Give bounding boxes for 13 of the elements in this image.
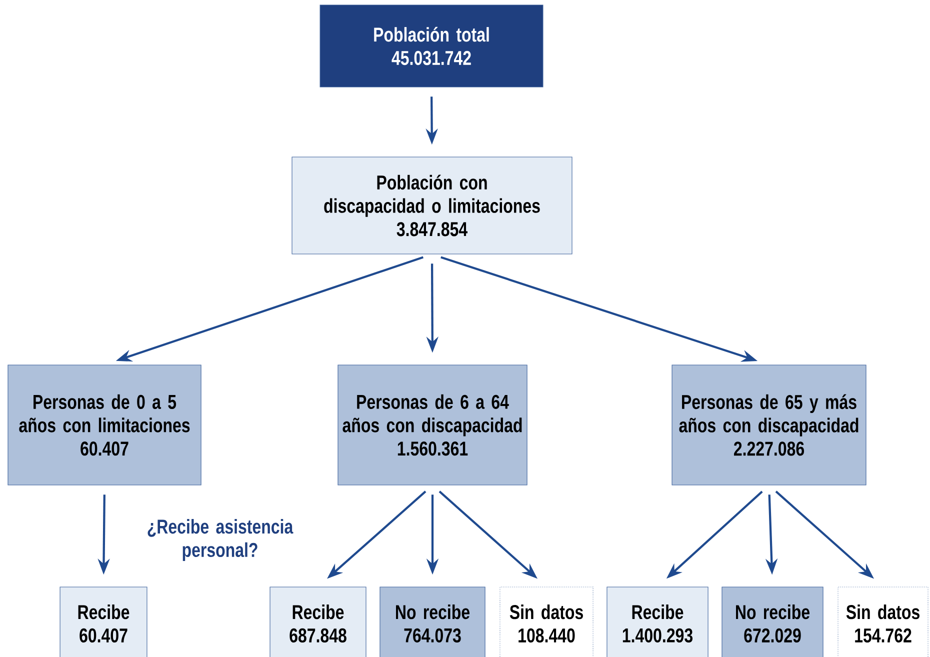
age-group-box: Personas de 6 a 64 años con discapacidad 1.560.361 <box>338 364 528 486</box>
age-group-box: Personas de 0 a 5 años con limitaciones 60.407 <box>8 364 202 486</box>
answer-box: Sin datos 154.762 <box>838 586 928 657</box>
answer-box: No recibe 764.073 <box>380 586 486 657</box>
answer-box: Recibe 1.400.293 <box>606 586 708 657</box>
population-box: Población con discapacidad o limitaciones 3.847.854 <box>292 156 572 254</box>
answer-box: Sin datos 108.440 <box>500 586 594 657</box>
age-group-box: Personas de 65 y más años con discapacidad 2.227.086 <box>672 364 866 486</box>
answer-box: No recibe 672.029 <box>722 586 824 657</box>
total-box: Población total 45.031.742 <box>320 4 544 88</box>
question-label: ¿Recibe asistencia personal? <box>148 519 294 561</box>
answer-box: Recibe 687.848 <box>270 586 366 657</box>
answer-box: Recibe 60.407 <box>60 586 148 657</box>
